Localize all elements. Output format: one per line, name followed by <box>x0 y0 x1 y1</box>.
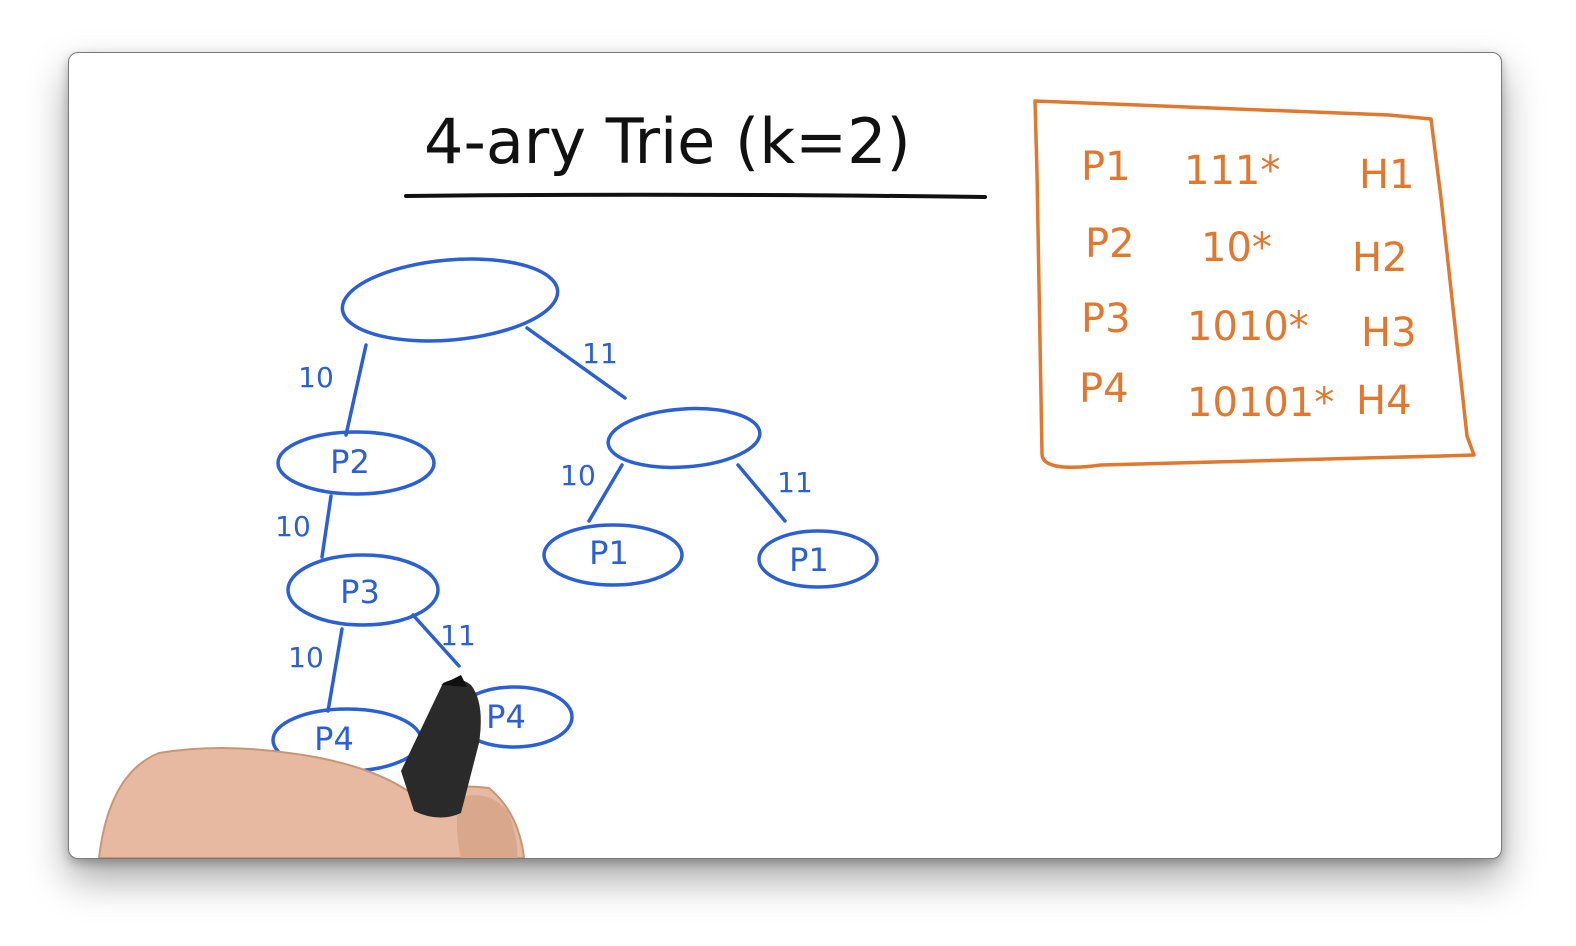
diagram-title: 4-ary Trie (k=2) <box>424 105 911 178</box>
table-prefix-4: P4 <box>1079 366 1129 412</box>
edge-label-root-right: 11 <box>582 337 618 370</box>
edge-p2-p3 <box>320 494 333 559</box>
table-hop-1: H1 <box>1359 152 1415 198</box>
trie-node-p1-right <box>757 529 879 589</box>
edge-label-p3-p4-right: 11 <box>440 619 476 652</box>
video-frame: 4-ary Trie (k=2) P2 P3 P1 P1 P4 P4 10 11 <box>68 52 1502 859</box>
table-hop-2: H2 <box>1352 235 1408 281</box>
edge-root-p2 <box>344 343 368 437</box>
edge-label-right-p1-right: 11 <box>777 466 813 499</box>
trie-node-p1-left <box>542 523 684 587</box>
table-bits-3: 1010* <box>1187 304 1309 350</box>
edge-label-right-p1-left: 10 <box>560 459 596 492</box>
table-prefix-3: P3 <box>1081 296 1131 342</box>
edge-label-p3-p4-left: 10 <box>288 641 324 674</box>
node-label-p1-left: P1 <box>589 534 629 572</box>
title-underline <box>404 192 987 199</box>
node-label-p4-left: P4 <box>314 720 354 758</box>
table-hop-4: H4 <box>1356 378 1412 424</box>
node-label-p3: P3 <box>340 573 380 611</box>
edge-label-p2-p3: 10 <box>275 510 311 543</box>
table-hop-3: H3 <box>1361 310 1417 356</box>
trie-right-child-node <box>606 406 762 470</box>
node-label-p4-right: P4 <box>486 698 526 736</box>
edge-root-right <box>525 326 627 400</box>
edge-label-root-p2: 10 <box>298 361 334 394</box>
table-prefix-2: P2 <box>1085 221 1135 267</box>
table-bits-2: 10* <box>1201 225 1272 271</box>
trie-node-p2 <box>276 430 436 496</box>
table-bits-4: 10101* <box>1187 380 1334 426</box>
prefix-table-box <box>1033 99 1476 469</box>
node-label-p1-right: P1 <box>789 541 829 579</box>
table-prefix-1: P1 <box>1081 144 1131 190</box>
table-bits-1: 111* <box>1184 148 1280 194</box>
edge-right-p1-left <box>587 463 624 523</box>
whiteboard-canvas: 4-ary Trie (k=2) P2 P3 P1 P1 P4 P4 10 11 <box>97 99 1476 858</box>
trie-node-p3 <box>286 553 440 627</box>
trie-root-node <box>340 257 560 343</box>
edge-p3-p4-right <box>411 613 461 668</box>
presenter-hand <box>97 675 526 858</box>
node-label-p2: P2 <box>330 443 370 481</box>
edge-right-p1-right <box>736 463 787 523</box>
marker-pen <box>401 679 481 818</box>
edge-p3-p4-left <box>326 627 344 713</box>
